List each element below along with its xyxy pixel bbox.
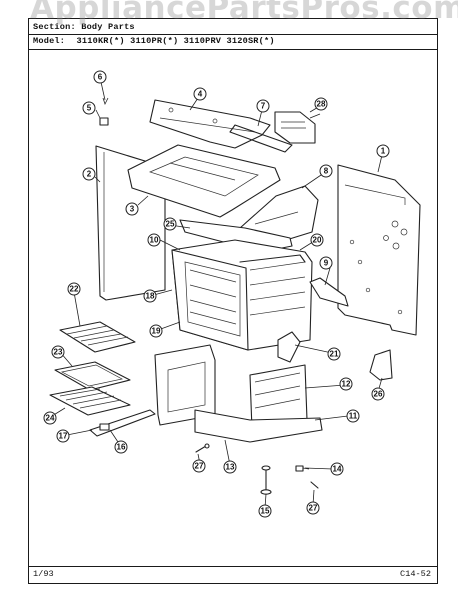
small-bracket bbox=[369, 349, 393, 381]
burner-box-top bbox=[179, 219, 293, 253]
svg-text:18: 18 bbox=[146, 292, 155, 301]
svg-text:23: 23 bbox=[54, 348, 63, 357]
callout-14: 14 bbox=[330, 462, 344, 476]
model-row: Model: 3110KR(*) 3110PR(*) 3110PRV 3120S… bbox=[33, 36, 275, 46]
callout-15: 15 bbox=[258, 504, 272, 518]
cooktop-tray bbox=[127, 144, 281, 218]
callout-21: 21 bbox=[327, 347, 341, 361]
svg-text:26: 26 bbox=[374, 390, 383, 399]
svg-text:24: 24 bbox=[46, 414, 55, 423]
top-frame bbox=[149, 99, 271, 149]
leveling-leg bbox=[260, 465, 272, 495]
model-list: 3110KR(*) 3110PR(*) 3110PRV 3120SR(*) bbox=[76, 36, 275, 46]
svg-text:3: 3 bbox=[130, 205, 135, 214]
callout-27-right: 27 bbox=[306, 501, 320, 515]
callout-25: 25 bbox=[163, 217, 177, 231]
callout-18: 18 bbox=[143, 289, 157, 303]
callout-19: 19 bbox=[149, 324, 163, 338]
broil-pan bbox=[54, 361, 131, 391]
svg-text:19: 19 bbox=[152, 327, 161, 336]
svg-text:5: 5 bbox=[87, 104, 92, 113]
svg-text:22: 22 bbox=[70, 285, 79, 294]
svg-text:11: 11 bbox=[349, 412, 358, 421]
callout-4: 4 bbox=[193, 87, 207, 101]
footer-divider bbox=[29, 566, 437, 567]
svg-text:25: 25 bbox=[166, 220, 175, 229]
footer-page-code: C14-52 bbox=[400, 569, 431, 579]
svg-text:17: 17 bbox=[59, 432, 68, 441]
svg-text:12: 12 bbox=[342, 380, 351, 389]
callout-6: 6 bbox=[93, 70, 107, 84]
svg-text:2: 2 bbox=[87, 170, 92, 179]
support-bracket bbox=[309, 277, 349, 307]
callout-8: 8 bbox=[319, 164, 333, 178]
footer-date: 1/93 bbox=[33, 569, 54, 579]
hinge-bracket bbox=[277, 331, 301, 363]
callout-16: 16 bbox=[114, 440, 128, 454]
svg-text:9: 9 bbox=[324, 259, 329, 268]
callout-1: 1 bbox=[376, 144, 390, 158]
screw-right bbox=[310, 481, 319, 489]
lower-frame bbox=[154, 344, 323, 443]
diagram-sheet: Section: Body Parts Model: 3110KR(*) 311… bbox=[28, 18, 438, 584]
callout-27-left: 27 bbox=[192, 459, 206, 473]
svg-text:14: 14 bbox=[333, 465, 342, 474]
svg-text:15: 15 bbox=[261, 507, 270, 516]
callout-7: 7 bbox=[256, 99, 270, 113]
svg-text:27: 27 bbox=[309, 504, 318, 513]
screw-left bbox=[195, 443, 210, 453]
svg-text:13: 13 bbox=[226, 463, 235, 472]
svg-text:27: 27 bbox=[195, 462, 204, 471]
section-title: Section: Body Parts bbox=[33, 22, 135, 32]
callout-9: 9 bbox=[319, 256, 333, 270]
callout-13: 13 bbox=[223, 460, 237, 474]
callout-10: 10 bbox=[147, 233, 161, 247]
svg-text:1: 1 bbox=[381, 147, 386, 156]
header-divider bbox=[29, 34, 437, 35]
oven-rack bbox=[59, 321, 136, 353]
callout-2: 2 bbox=[82, 167, 96, 181]
svg-text:21: 21 bbox=[330, 350, 339, 359]
callout-5: 5 bbox=[82, 101, 96, 115]
svg-text:6: 6 bbox=[98, 73, 103, 82]
back-panel bbox=[337, 164, 421, 336]
svg-text:8: 8 bbox=[324, 167, 329, 176]
callout-11: 11 bbox=[346, 409, 360, 423]
callout-24: 24 bbox=[43, 411, 57, 425]
svg-text:4: 4 bbox=[198, 90, 203, 99]
svg-text:16: 16 bbox=[117, 443, 126, 452]
leg-nut bbox=[295, 465, 310, 472]
oven-cavity bbox=[171, 239, 313, 351]
vent-duct bbox=[274, 111, 316, 144]
callout-23: 23 bbox=[51, 345, 65, 359]
callout-17: 17 bbox=[56, 429, 70, 443]
svg-text:20: 20 bbox=[313, 236, 322, 245]
broil-pan-grid bbox=[49, 386, 131, 416]
drawer-glide bbox=[89, 409, 156, 437]
screw-clip bbox=[99, 81, 109, 126]
callout-12: 12 bbox=[339, 377, 353, 391]
callout-26: 26 bbox=[371, 387, 385, 401]
svg-text:10: 10 bbox=[150, 236, 159, 245]
svg-text:7: 7 bbox=[261, 102, 266, 111]
model-label: Model: bbox=[33, 36, 66, 46]
callout-20: 20 bbox=[310, 233, 324, 247]
callout-3: 3 bbox=[125, 202, 139, 216]
vent-gasket bbox=[229, 124, 293, 153]
svg-text:28: 28 bbox=[317, 100, 326, 109]
callout-22: 22 bbox=[67, 282, 81, 296]
model-divider bbox=[29, 49, 437, 50]
callout-28: 28 bbox=[314, 97, 328, 111]
